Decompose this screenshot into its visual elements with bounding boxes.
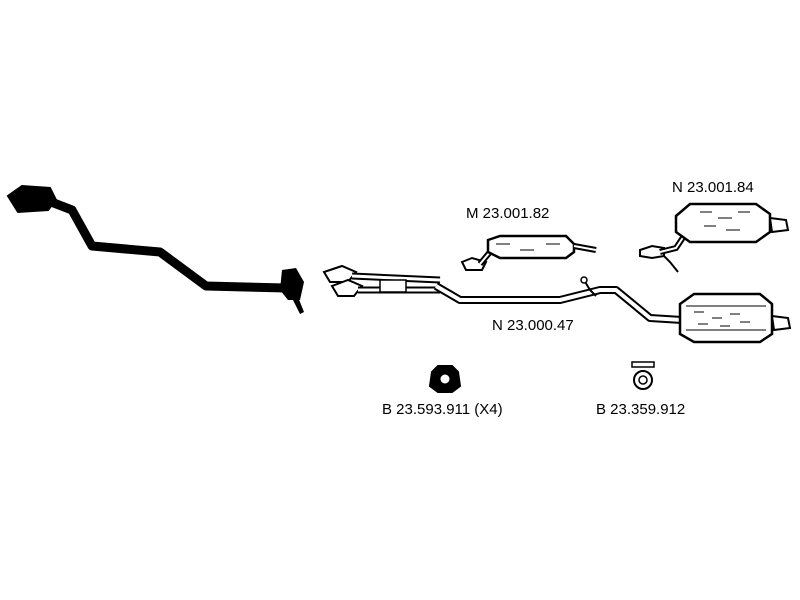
rear-silencer	[639, 202, 790, 273]
label-main-pipe-assembly: N 23.000.47	[492, 317, 574, 334]
ring-mount	[631, 361, 655, 390]
label-rear-silencer: N 23.001.84	[672, 179, 754, 196]
label-middle-silencer: M 23.001.82	[466, 205, 550, 222]
middle-silencer	[460, 234, 597, 271]
label-ring-mount: B 23.359.912	[596, 401, 686, 418]
label-rubber-mount: B 23.593.911 (X4)	[382, 401, 503, 418]
front-downpipe	[6, 184, 304, 314]
rubber-mount	[428, 365, 462, 393]
main-pipe-assembly	[322, 264, 792, 344]
